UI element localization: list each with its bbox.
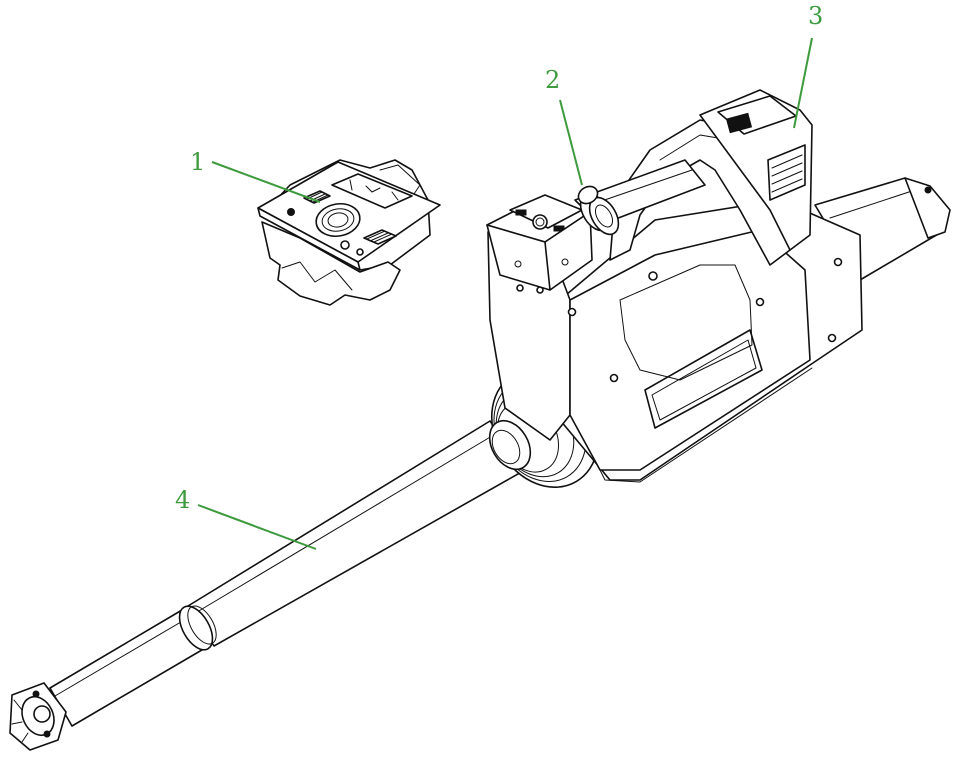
callout-1: 1: [190, 148, 321, 203]
detail-slider-right: [363, 229, 397, 245]
callout-4: 4: [175, 486, 317, 550]
control-panel-detail: [257, 159, 441, 306]
battery-pack: [699, 89, 813, 251]
housing-control-panel: [486, 194, 593, 291]
callout-3-label: 3: [808, 2, 823, 30]
callout-2: 2: [545, 66, 583, 186]
main-housing: [487, 119, 863, 483]
callout-2-label: 2: [545, 66, 560, 94]
shaft: [9, 420, 526, 751]
callout-3: 3: [793, 2, 823, 129]
callout-4-label: 4: [175, 486, 190, 514]
connector-knob: [577, 185, 620, 236]
callout-1-label: 1: [190, 148, 205, 176]
